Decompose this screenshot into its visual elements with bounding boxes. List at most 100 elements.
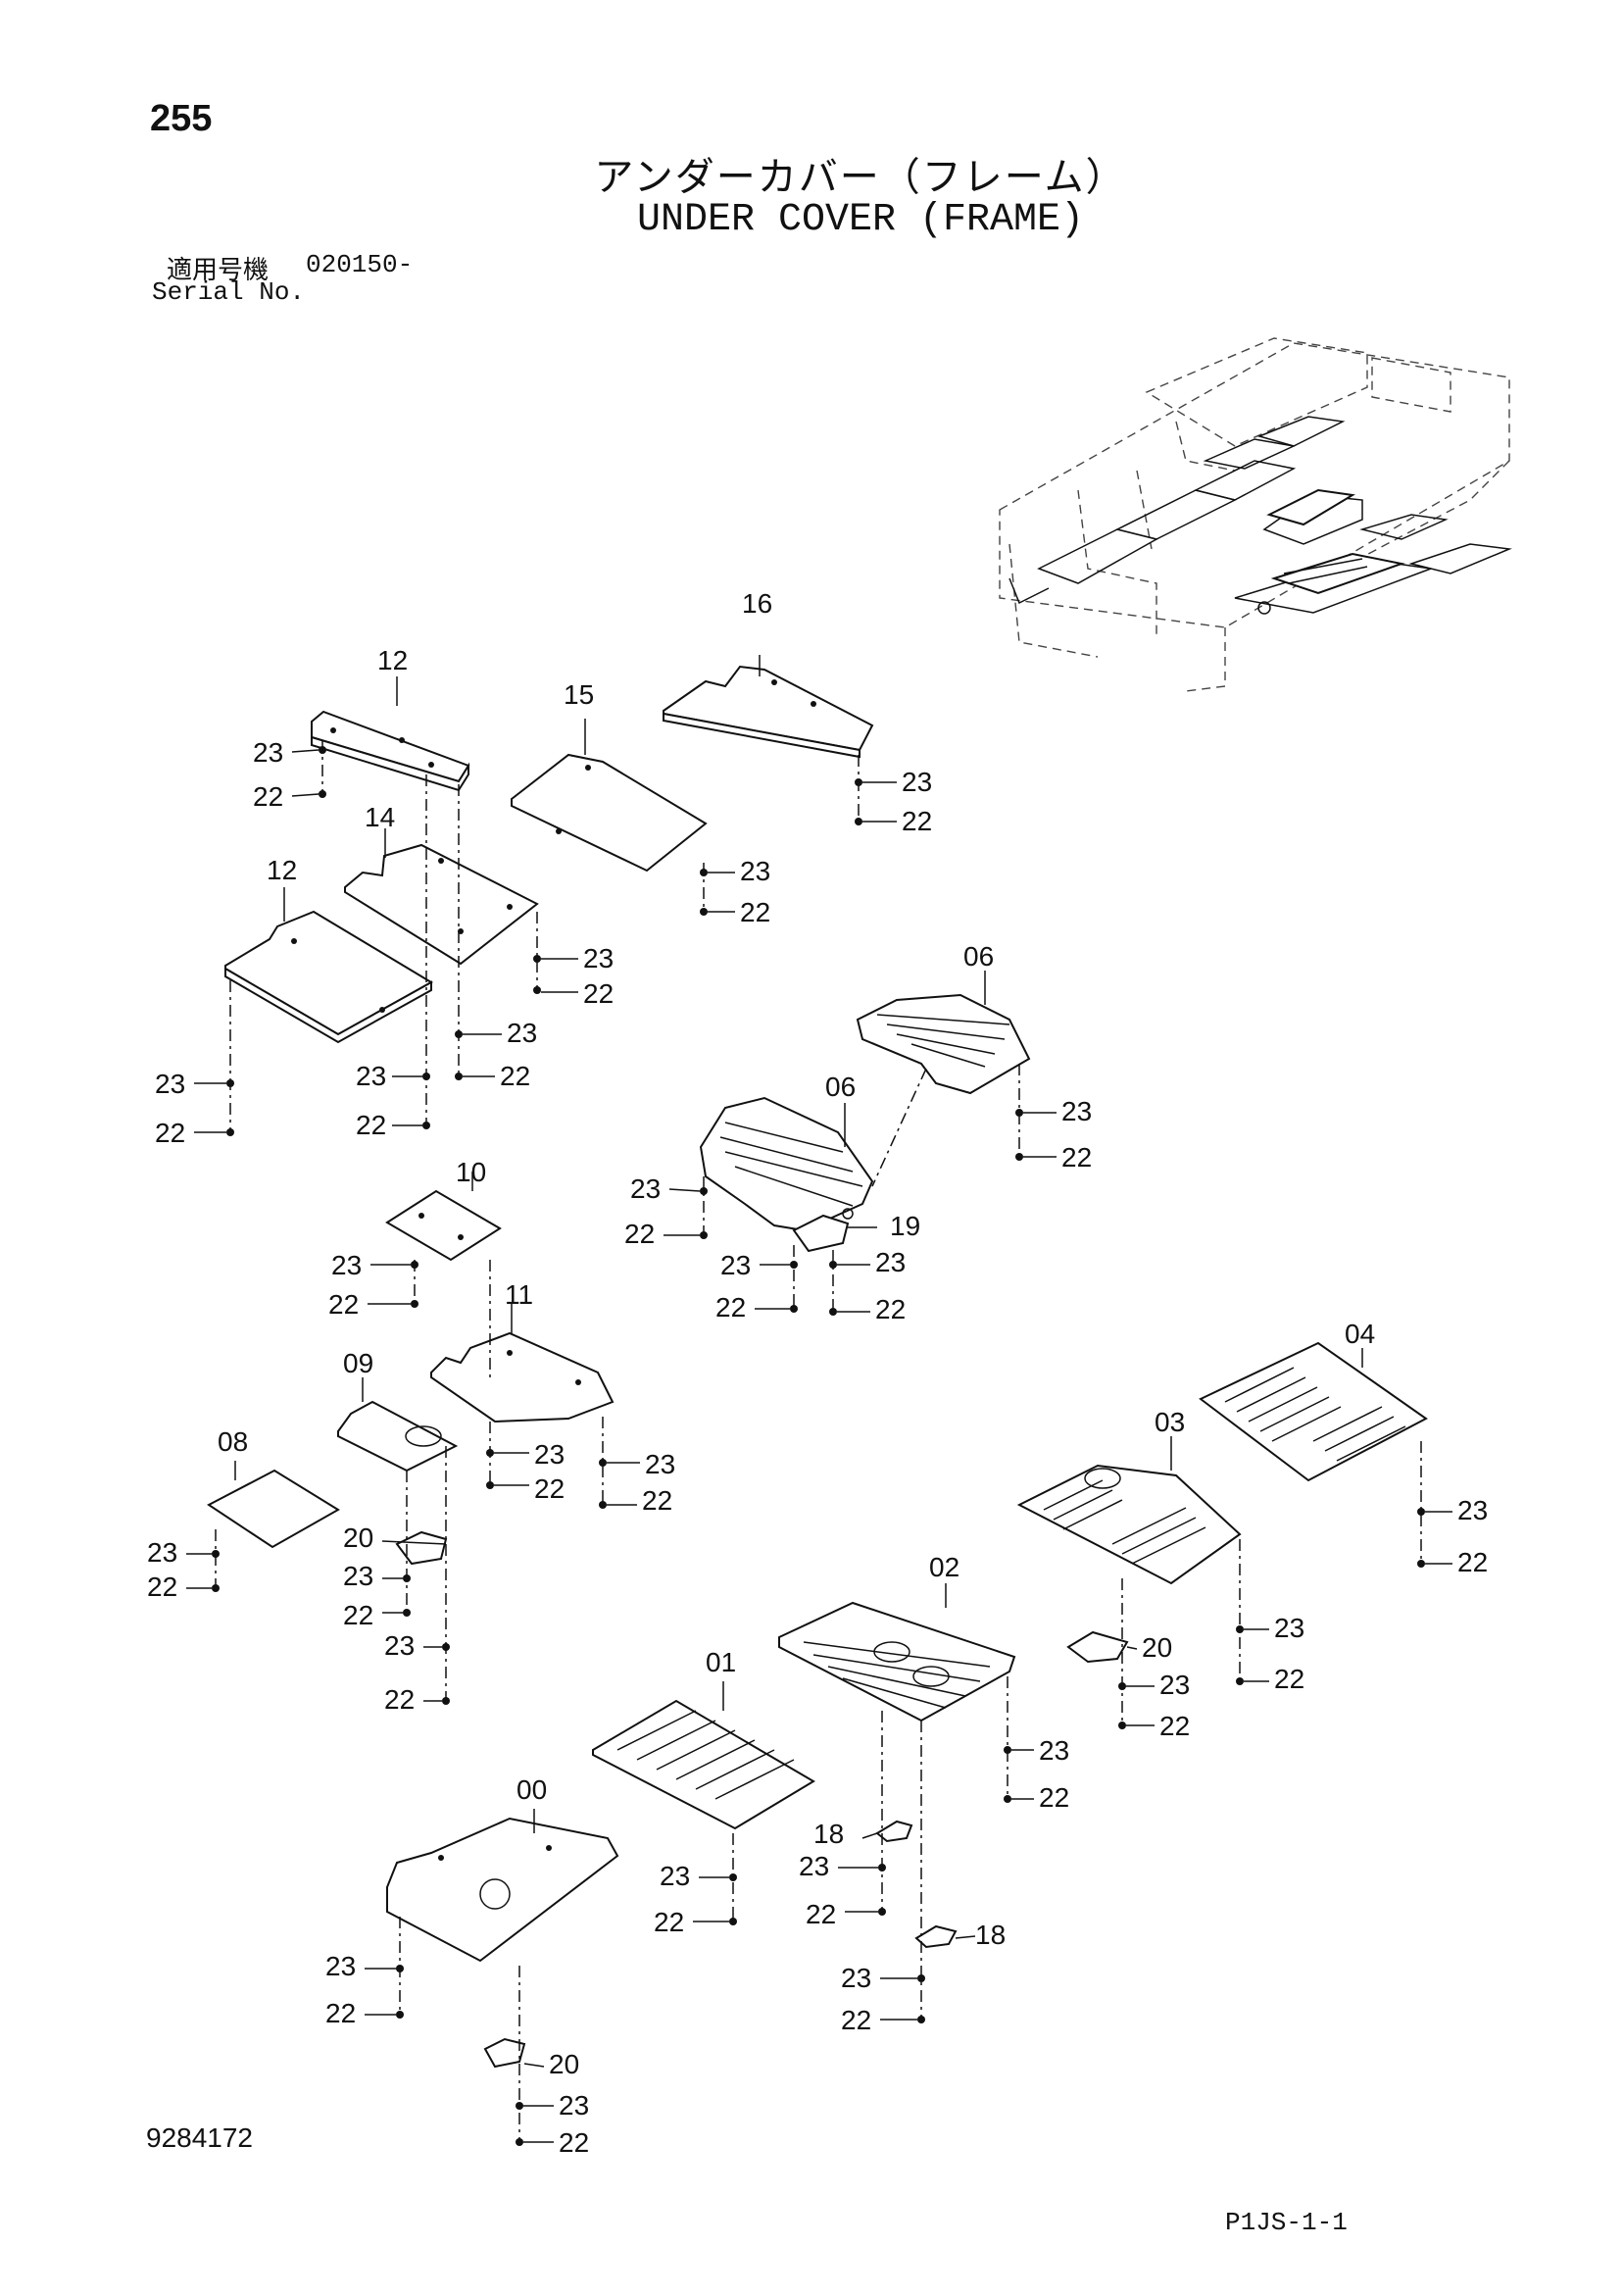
label-23: 23 [720, 1250, 751, 1280]
label-23: 23 [1061, 1096, 1092, 1126]
label-23: 23 [155, 1069, 185, 1099]
label-22: 22 [534, 1473, 565, 1504]
label-18-lower: 18 [975, 1920, 1006, 1950]
part-06-cover-grid-lower [699, 1096, 874, 1232]
label-23: 23 [902, 767, 932, 797]
label-23: 23 [1159, 1670, 1190, 1700]
label-08: 08 [218, 1426, 248, 1457]
label-23: 23 [799, 1851, 829, 1881]
page-title-english: UNDER COVER (FRAME) [636, 198, 1085, 242]
label-23: 23 [384, 1630, 415, 1661]
label-23: 23 [253, 737, 283, 768]
part-02-cover-grid [778, 1601, 1016, 1722]
part-03-cover-louvered [1016, 1464, 1242, 1585]
label-23: 23 [343, 1561, 373, 1591]
label-23: 23 [1039, 1735, 1069, 1766]
part-labels: 12 15 16 14 12 06 06 19 10 11 09 08 04 0… [147, 588, 1488, 2158]
label-22: 22 [624, 1219, 655, 1249]
label-09: 09 [343, 1348, 373, 1378]
page-title-japanese: アンダーカバー（フレーム） [594, 155, 1127, 200]
label-22: 22 [155, 1118, 185, 1148]
label-23: 23 [1274, 1613, 1304, 1643]
label-01: 01 [706, 1647, 736, 1677]
part-16-cover-plate [663, 665, 874, 759]
label-22: 22 [328, 1289, 359, 1320]
label-23: 23 [147, 1537, 177, 1568]
label-19: 19 [890, 1211, 920, 1241]
label-23: 23 [645, 1449, 675, 1479]
label-22: 22 [841, 2005, 871, 2035]
label-23: 23 [740, 856, 770, 886]
part-20-small-plate-bottom [483, 2037, 526, 2069]
label-14: 14 [365, 802, 395, 832]
label-23: 23 [583, 943, 614, 973]
label-22: 22 [654, 1907, 684, 1937]
label-23: 23 [534, 1439, 565, 1470]
label-23: 23 [507, 1018, 537, 1048]
page-number: 255 [150, 98, 213, 139]
label-23: 23 [660, 1861, 690, 1891]
label-23: 23 [559, 2090, 589, 2121]
label-22: 22 [253, 781, 283, 812]
part-15-cover-plate [511, 753, 708, 873]
label-23: 23 [841, 1963, 871, 1993]
label-06-upper: 06 [963, 941, 994, 972]
label-22: 22 [1061, 1142, 1092, 1173]
label-18-upper: 18 [813, 1819, 844, 1849]
drawing-number: 9284172 [146, 2122, 254, 2153]
part-12-cover-plate [224, 910, 433, 1044]
part-06-cover-grid-upper [856, 993, 1031, 1095]
label-23: 23 [1457, 1495, 1488, 1525]
part-10-cover-plate [385, 1189, 502, 1262]
label-22: 22 [356, 1110, 386, 1140]
label-20-right: 20 [1142, 1632, 1172, 1663]
label-12: 12 [267, 855, 297, 885]
label-20-bottom: 20 [549, 2049, 579, 2079]
machine-overview-inset [999, 337, 1512, 692]
part-20-small-plate-left [395, 1530, 448, 1566]
label-22: 22 [875, 1294, 906, 1324]
label-22: 22 [384, 1684, 415, 1715]
part-09-cover-plate [337, 1400, 459, 1472]
serial-number-value: 020150- [306, 250, 414, 279]
label-22: 22 [343, 1600, 373, 1630]
part-14-cover-plate [344, 843, 539, 966]
label-23: 23 [875, 1247, 906, 1277]
serial-label-japanese: 適用号機 [167, 256, 270, 285]
label-22: 22 [740, 897, 770, 927]
label-22: 22 [583, 978, 614, 1009]
fastener-dots [212, 746, 1425, 2146]
label-04: 04 [1345, 1319, 1375, 1349]
label-23: 23 [325, 1951, 356, 1981]
leader-lines [234, 655, 1363, 2068]
label-22: 22 [559, 2127, 589, 2158]
label-10: 10 [456, 1157, 486, 1187]
label-22: 22 [1274, 1664, 1304, 1694]
part-11-cover-plate [430, 1331, 615, 1423]
part-19-small-plate [792, 1214, 850, 1253]
label-20-left: 20 [343, 1522, 373, 1553]
label-11: 11 [505, 1279, 533, 1310]
label-22: 22 [1159, 1711, 1190, 1741]
label-22: 22 [1039, 1782, 1069, 1813]
label-22: 22 [147, 1572, 177, 1602]
part-18-small-plate-lower [914, 1924, 958, 1949]
part-01-cover-grid [592, 1699, 815, 1830]
label-06-lower: 06 [825, 1072, 856, 1102]
part-13-cover-plate [311, 710, 470, 792]
label-00: 00 [516, 1774, 547, 1805]
label-02: 02 [929, 1552, 959, 1582]
part-00-cover-plate [386, 1817, 619, 1963]
label-22: 22 [500, 1061, 530, 1091]
label-22: 22 [902, 806, 932, 836]
label-15: 15 [564, 679, 594, 710]
label-16: 16 [742, 588, 772, 619]
label-ticks [186, 749, 1452, 2143]
label-23: 23 [630, 1173, 661, 1204]
part-20-small-plate-right [1066, 1630, 1129, 1664]
page-code: P1JS-1-1 [1225, 2208, 1348, 2237]
part-08-cover-plate [207, 1469, 340, 1549]
label-23: 23 [331, 1250, 362, 1280]
part-18-small-plate-upper [875, 1820, 913, 1843]
part-04-cover-louvered [1199, 1341, 1428, 1482]
